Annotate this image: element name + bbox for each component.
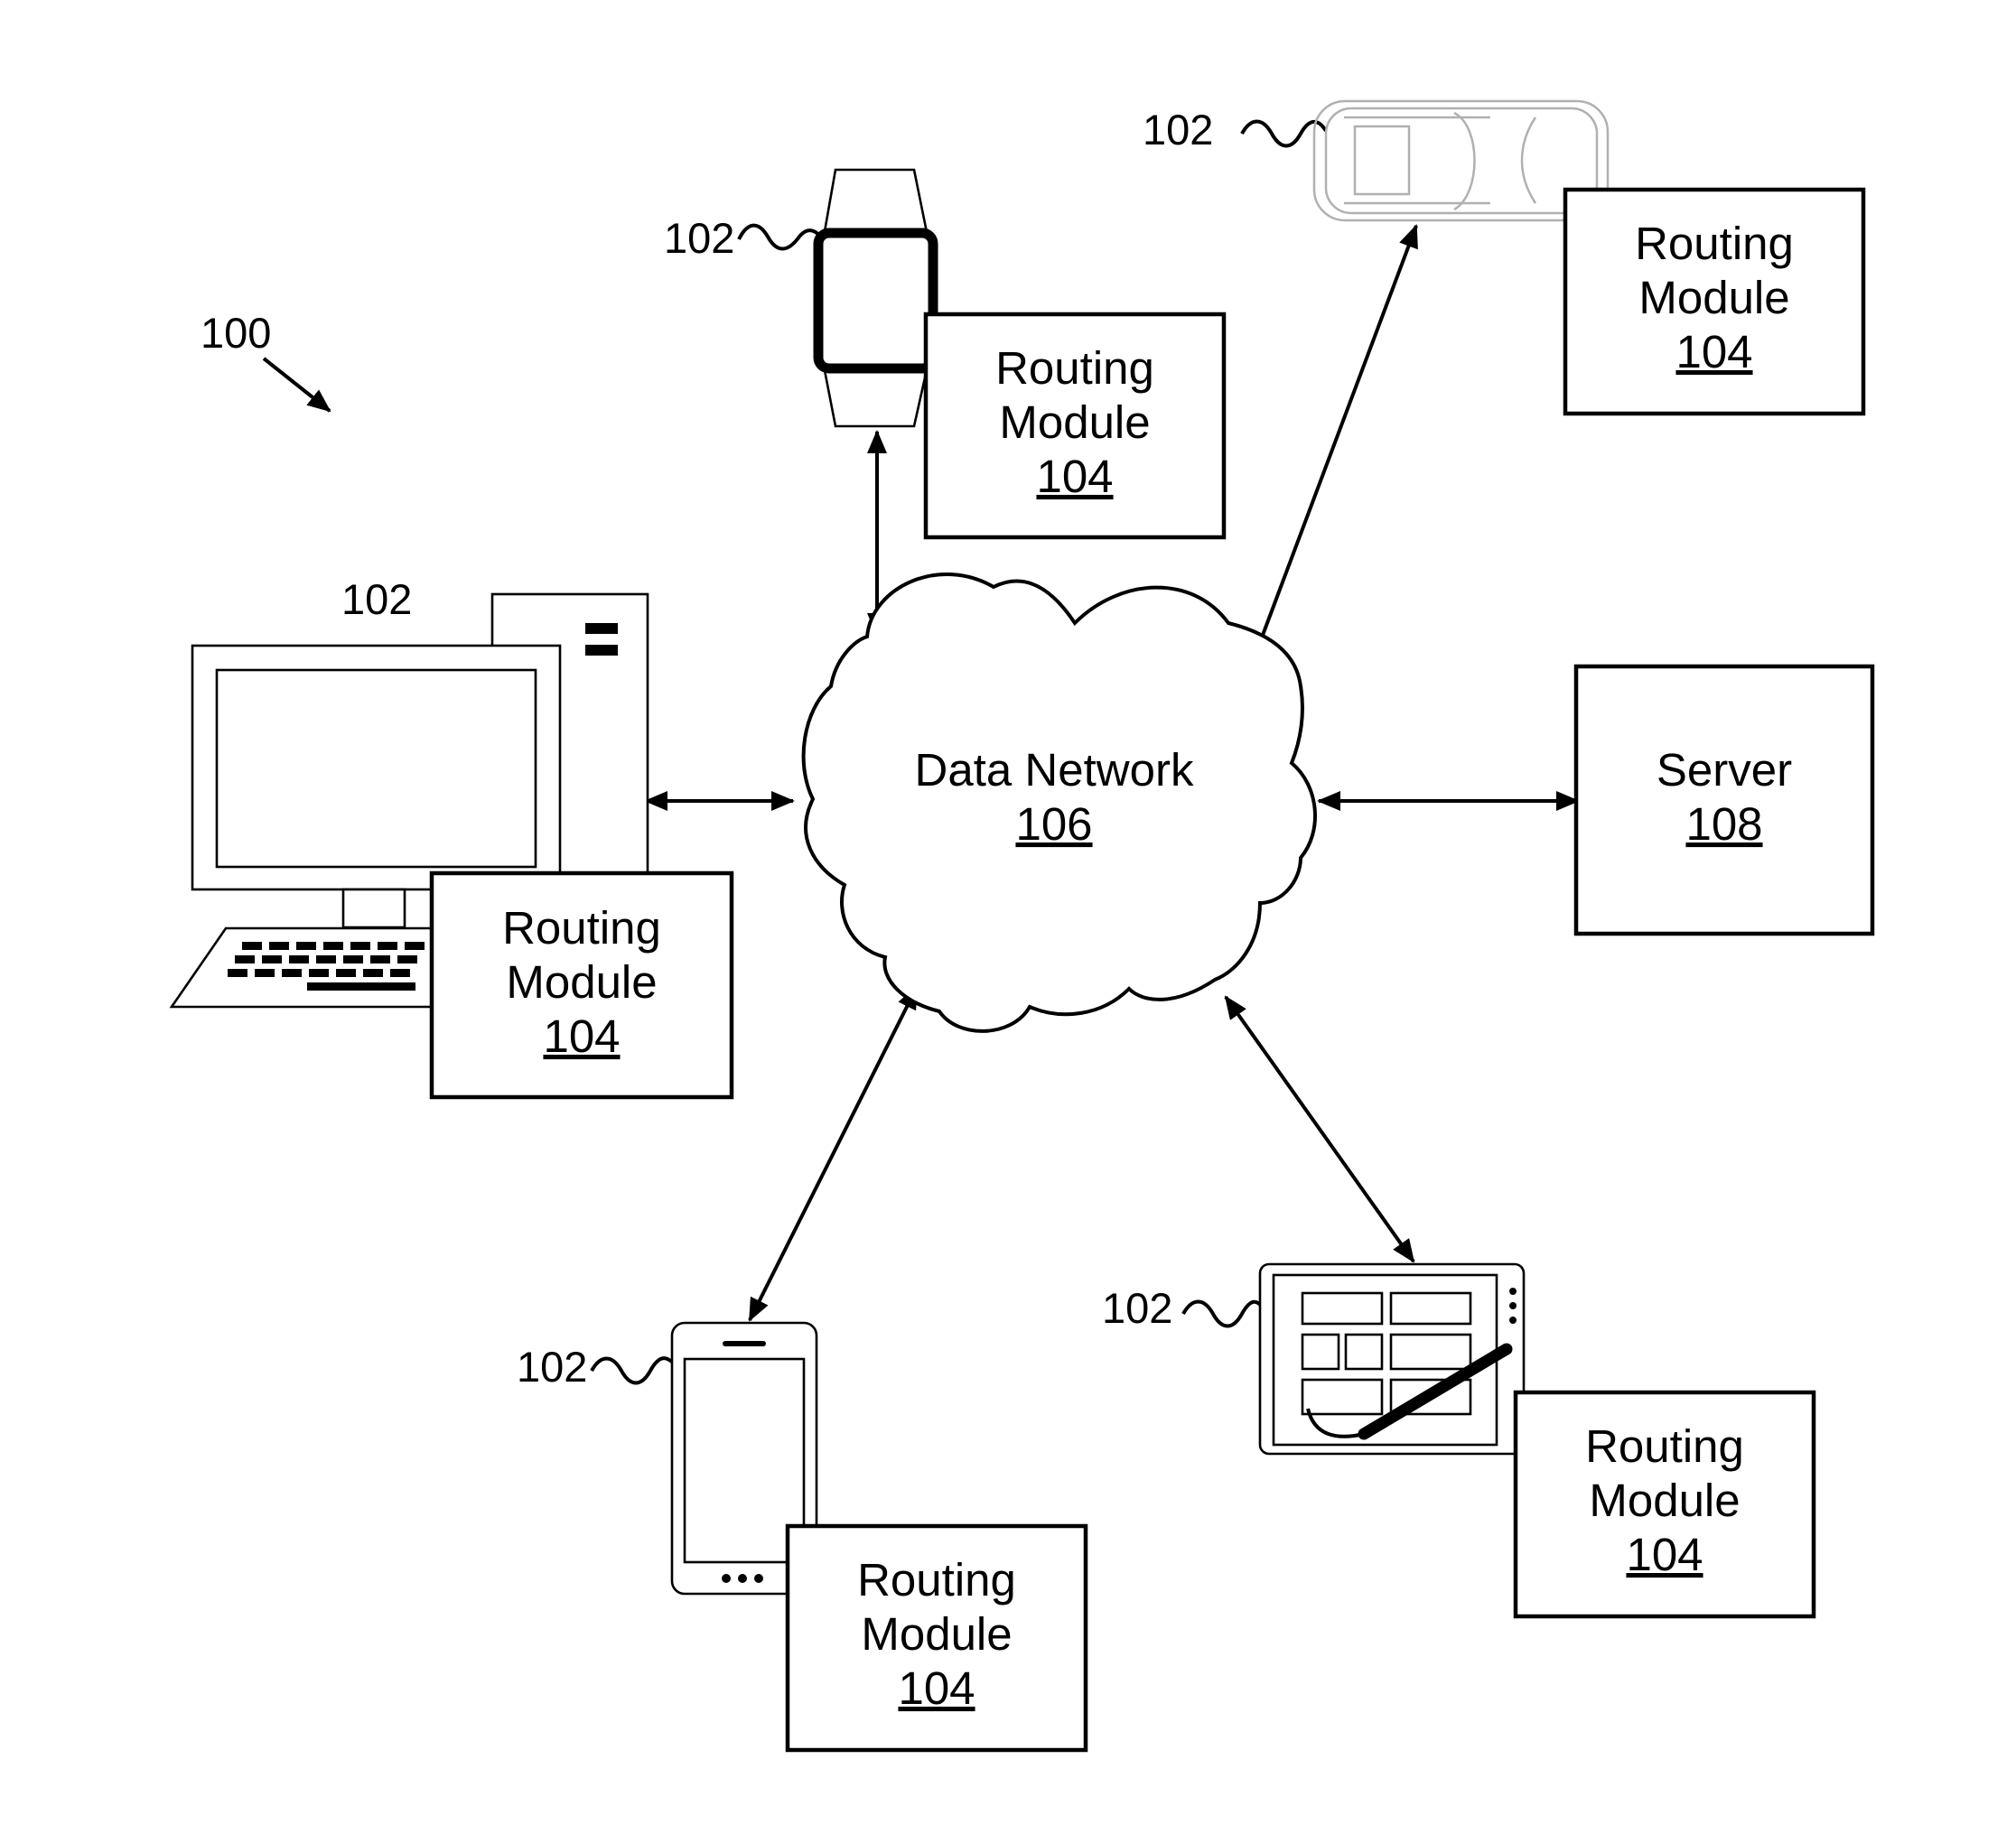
desktop-module-line2: Module <box>506 956 657 1008</box>
network-ref: 106 <box>1015 798 1092 850</box>
figure-ref-arrow <box>264 358 330 411</box>
watch-band-top <box>824 170 928 237</box>
phone-module-line2: Module <box>861 1608 1012 1660</box>
server-name: Server <box>1657 744 1792 796</box>
figure-ref-label: 100 <box>201 309 271 357</box>
phone-network-arrow <box>750 987 917 1320</box>
tablet-network-arrow <box>1226 997 1414 1261</box>
phone-ref: 102 <box>517 1343 587 1391</box>
vehicle-module-line2: Module <box>1638 272 1789 323</box>
watch-ref: 102 <box>664 214 734 262</box>
monitor-stand <box>343 889 405 927</box>
network-name: Data Network <box>915 744 1194 796</box>
data-network-cloud: Data Network 106 <box>804 574 1315 1031</box>
phone-module-line1: Routing <box>857 1554 1016 1606</box>
tower-slot <box>585 645 618 656</box>
tablet-ref-squiggle <box>1183 1302 1263 1326</box>
smart-watch: 102 Routing Module 104 <box>664 170 1224 537</box>
tablet-module-ref: 104 <box>1626 1529 1703 1580</box>
figure-ref-100: 100 <box>201 309 330 411</box>
phone-button-dot <box>754 1574 763 1583</box>
tower-slot <box>585 623 618 634</box>
watch-face <box>818 233 933 368</box>
smartphone: 102 Routing Module 104 <box>517 1323 1086 1750</box>
vehicle-module-ref: 104 <box>1675 326 1752 377</box>
vehicle: 102 Routing Module 104 <box>1143 101 1863 414</box>
desktop-ref: 102 <box>341 575 412 623</box>
tablet-dot <box>1509 1302 1517 1309</box>
watch-module-ref: 104 <box>1036 451 1113 502</box>
tablet-dot <box>1509 1288 1517 1295</box>
phone-speaker <box>723 1341 766 1346</box>
keyboard-shape <box>172 928 470 1007</box>
tablet-module-line1: Routing <box>1585 1420 1744 1472</box>
server-ref: 108 <box>1685 798 1762 850</box>
vehicle-network-arrow <box>1254 226 1416 659</box>
vehicle-ref: 102 <box>1143 106 1213 154</box>
tablet: 102 Routing Module 104 <box>1102 1264 1814 1616</box>
vehicle-module-line1: Routing <box>1635 218 1794 269</box>
watch-band-bottom <box>824 366 928 426</box>
phone-button-dot <box>722 1574 731 1583</box>
phone-button-dot <box>738 1574 747 1583</box>
watch-module-line1: Routing <box>995 342 1154 394</box>
phone-module-ref: 104 <box>898 1662 975 1714</box>
watch-module-line2: Module <box>999 396 1150 448</box>
monitor-screen <box>217 670 536 867</box>
desktop-module-line1: Routing <box>502 902 661 954</box>
server-box: Server 108 <box>1576 666 1872 934</box>
tablet-module-line2: Module <box>1589 1475 1740 1526</box>
watch-ref-squiggle <box>739 226 824 249</box>
tablet-ref: 102 <box>1102 1284 1172 1332</box>
desktop-computer: 102 Routing Module 104 <box>172 575 732 1097</box>
tablet-dot <box>1509 1317 1517 1324</box>
phone-ref-squiggle <box>592 1358 674 1382</box>
desktop-module-ref: 104 <box>543 1010 620 1062</box>
